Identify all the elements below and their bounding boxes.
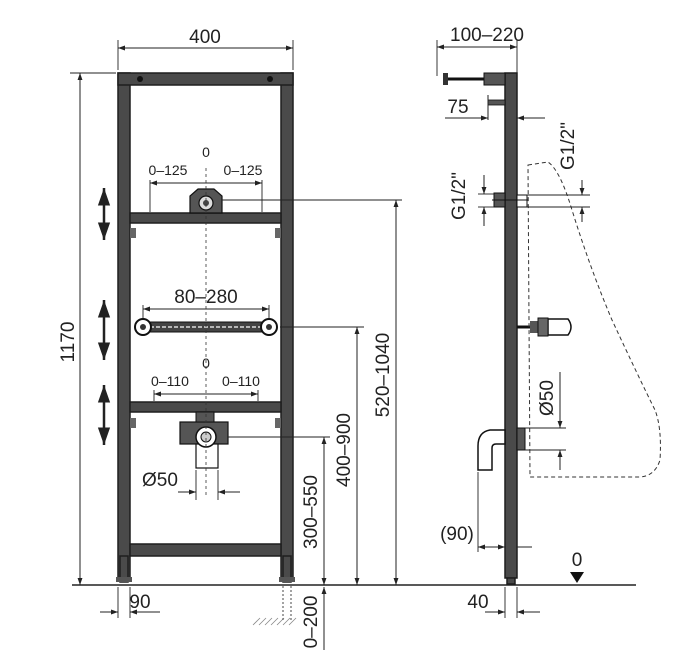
mount-hole-icon [267,76,273,82]
water-inlet-pipe [492,192,528,208]
drain-diameter-label: Ø50 [142,470,178,491]
thread-left-label: G1/2" [449,172,470,220]
frame-lower-crossbar [129,401,282,413]
post-clip [275,418,281,428]
mid-zero-label: 0 [202,355,210,371]
side-bracket-bolt [517,317,572,337]
top-zero-label: 0 [202,144,210,160]
top-left-range-label: 0–125 [149,162,188,178]
side-view: 100–220 75 G1/2" G1/2" Ø50 (90) 40 [436,25,661,618]
floor-level-label: 0 [572,550,583,571]
floor-level-marker-icon [570,572,584,583]
frame-right-post [280,72,294,579]
frame-bottom-bar [129,543,282,557]
post-clip [275,228,281,238]
inlet-height-label: 520–1040 [373,333,394,418]
drain-fitting [179,411,229,469]
side-drain-diameter-label: Ø50 [537,380,558,416]
frame-top-bar [117,72,294,86]
top-right-range-label: 0–125 [224,162,263,178]
bracket-span-label: 80–280 [174,287,237,308]
side-clip [487,99,506,106]
offset-dimension-label: 75 [447,97,468,118]
floor-adjust-label: 0–200 [301,596,322,649]
depth-dimension-label: 100–220 [450,25,524,46]
mid-right-range-label: 0–110 [222,373,260,389]
mid-left-range-label: 0–110 [151,373,189,389]
post-clip [130,418,136,428]
mount-hole-icon [137,76,143,82]
thread-right-label: G1/2" [558,122,579,170]
side-frame-foot [506,577,516,585]
post-clip [130,228,136,238]
frame-upper-crossbar [129,212,282,224]
side-foot-dimension-label: 40 [467,592,488,613]
foot-plate-left [116,577,132,582]
floor-hatch [252,617,297,626]
foot-plate-right [279,577,295,582]
side-drain-elbow [477,427,526,471]
front-view: 400 1170 0 0–125 0–125 80–280 0 0–110 0–… [58,27,636,650]
side-frame-post [504,72,518,579]
outlet-dimension-label: (90) [440,524,474,545]
width-dimension-label: 400 [189,27,221,48]
frame-left-post [117,72,131,579]
wall-anchor [443,72,506,86]
foot-dimension-label: 90 [129,592,150,613]
height-dimension-label: 1170 [58,322,79,363]
bracket-height-label: 400–900 [334,413,355,487]
drain-height-label: 300–550 [301,475,322,549]
